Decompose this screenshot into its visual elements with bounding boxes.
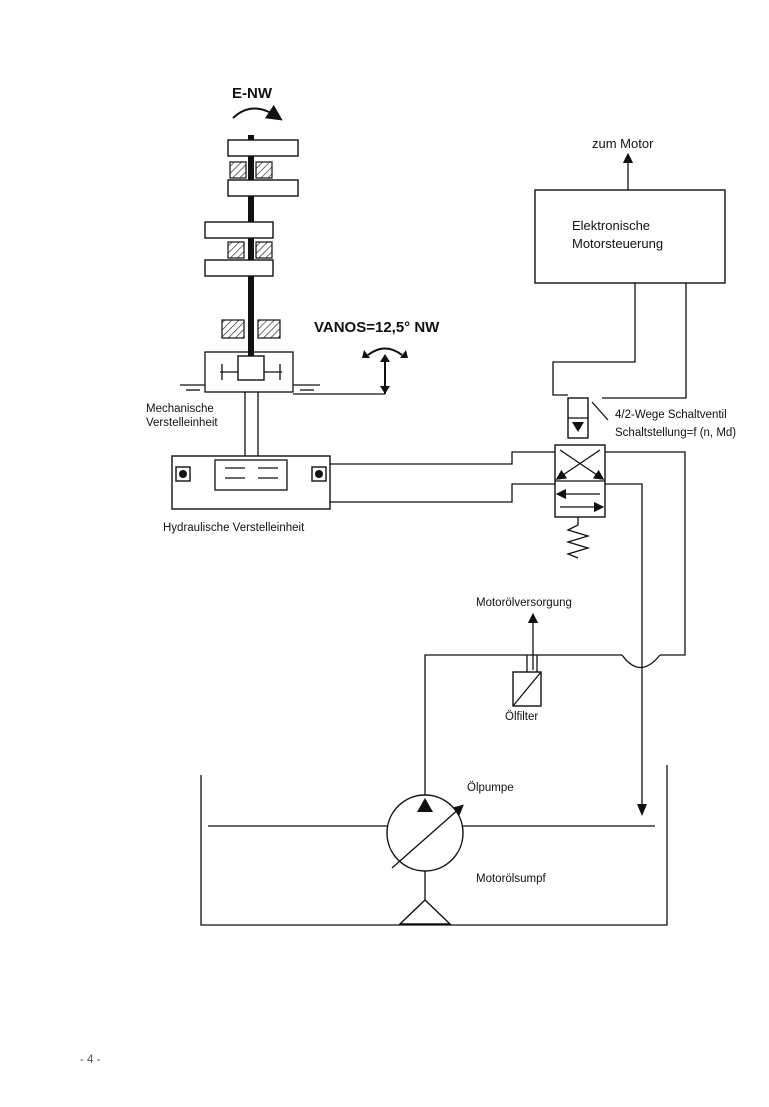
page-number: - 4 -	[80, 1054, 101, 1066]
camshaft-assembly: E-NW VANOS	[146, 85, 440, 462]
oil-pump-label: Ölpumpe	[467, 782, 514, 794]
sump-outline	[200, 765, 668, 926]
line-crossover	[621, 654, 661, 669]
vanos-label: VANOS=12,5° NW	[314, 319, 440, 336]
adjust-arc-arrow-icon	[367, 347, 403, 356]
control-signal-line	[552, 283, 636, 396]
supply-line	[605, 451, 686, 656]
to-engine-label: zum Motor	[592, 136, 654, 151]
bearing-hatch	[255, 161, 273, 179]
variable-displacement-arrow-icon	[391, 804, 464, 869]
bearing-hatch	[227, 241, 245, 259]
ecu-label-line2: Motorsteuerung	[572, 236, 663, 251]
ecu-box	[534, 189, 726, 284]
oil-sump: Motorölsumpf	[200, 765, 668, 926]
bearing-hatch	[229, 161, 247, 179]
cam-disc	[227, 139, 299, 157]
cam-disc	[204, 221, 274, 239]
adjuster-housing	[204, 351, 294, 393]
hydraulic-housing	[171, 455, 331, 510]
ecu-label-line1: Elektronische	[572, 218, 650, 233]
oil-supply-label: Motorölversorgung	[476, 597, 572, 609]
oil-pump: Ölpumpe	[386, 782, 514, 925]
hydraulic-cylinder	[214, 459, 288, 491]
ecu-block: zum Motor Elektronische Motorsteuerung	[534, 136, 726, 399]
spring-icon	[565, 517, 591, 559]
switching-valve: 4/2-Wege Schaltventil Schaltstellung=f (…	[554, 397, 736, 559]
hydraulic-adjusting-unit: Hydraulische Verstelleinheit	[163, 455, 331, 534]
return-line	[605, 483, 643, 812]
bearing-hatch	[255, 241, 273, 259]
valve-label-line2: Schaltstellung=f (n, Md)	[615, 427, 736, 439]
hydraulic-line-a	[330, 451, 555, 465]
feedback-signal-line	[602, 283, 687, 399]
pressure-line	[424, 654, 622, 810]
oil-sump-label: Motorölsumpf	[476, 873, 546, 885]
hydraulic-label: Hydraulische Verstelleinheit	[163, 522, 305, 534]
mechanical-label-line1: Mechanische	[146, 403, 214, 415]
cam-disc	[227, 179, 299, 197]
pump-direction-icon	[417, 798, 433, 812]
cam-disc	[204, 259, 274, 277]
bearing-hatch	[221, 319, 245, 339]
mechanical-adjusting-unit	[180, 351, 386, 395]
bearing-hatch	[257, 319, 281, 339]
mechanical-label-line2: Verstelleinheit	[146, 417, 218, 429]
adjuster-piston	[237, 355, 265, 381]
oil-supply: Motorölversorgung Ölfilter	[424, 597, 661, 810]
rotation-arrow-icon	[232, 104, 283, 121]
valve-label-line1: 4/2-Wege Schaltventil	[615, 409, 727, 421]
oil-filter-label: Ölfilter	[505, 711, 538, 723]
camshaft-label: E-NW	[232, 85, 273, 102]
pump-base-icon	[398, 899, 452, 925]
hydraulic-line-b	[330, 483, 555, 503]
